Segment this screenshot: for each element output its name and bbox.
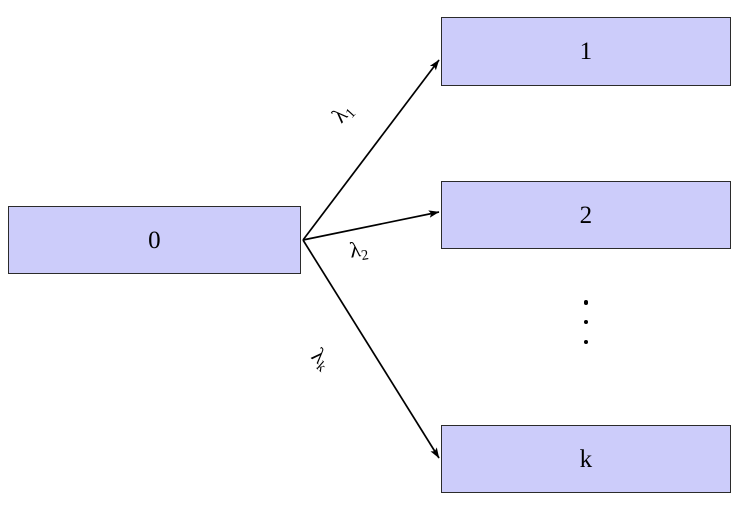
edge-arrow-lambdak xyxy=(302,239,440,459)
node-label-1: 1 xyxy=(579,38,593,65)
ellipsis-dot xyxy=(583,339,589,344)
node-box-2[interactable]: 2 xyxy=(441,181,731,249)
node-label-0: 0 xyxy=(148,226,161,254)
edge-label-lambda2: λ2 xyxy=(348,236,370,265)
ellipsis-dot xyxy=(583,300,589,305)
node-label-2: 2 xyxy=(579,201,593,229)
edge-arrow-lambda2 xyxy=(302,210,440,241)
node-box-k[interactable]: k xyxy=(441,425,731,493)
node-box-1[interactable]: 1 xyxy=(441,17,731,86)
vertical-ellipsis-icon xyxy=(578,300,594,344)
edge-arrow-lambda1 xyxy=(302,59,440,241)
node-box-0[interactable]: 0 xyxy=(8,206,301,274)
ellipsis-dot xyxy=(583,319,589,325)
node-label-k: k xyxy=(579,445,593,473)
